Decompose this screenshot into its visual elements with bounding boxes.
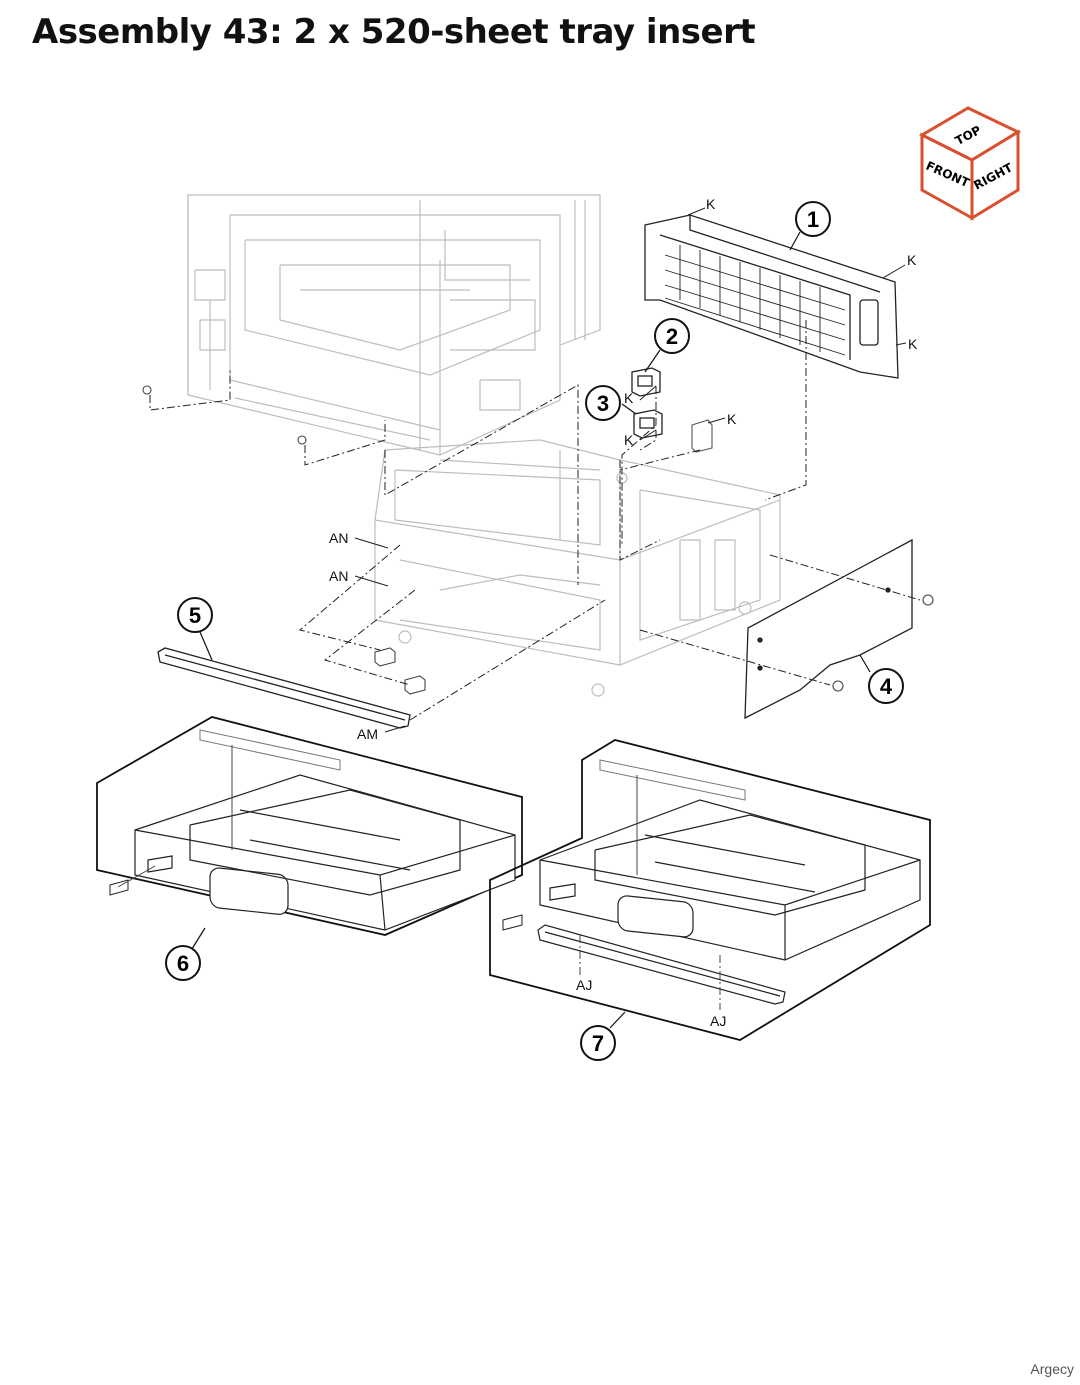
label-k: K: [727, 411, 737, 427]
label-aj: AJ: [576, 977, 592, 993]
svg-text:4: 4: [880, 674, 893, 699]
label-k: K: [624, 432, 634, 448]
callout-4: 4: [868, 668, 904, 704]
svg-text:6: 6: [177, 951, 189, 976]
bracket-k-center: [691, 419, 713, 453]
label-aj: AJ: [710, 1013, 726, 1029]
bracket-part-3: [633, 409, 663, 439]
svg-text:2: 2: [666, 324, 678, 349]
svg-text:3: 3: [597, 391, 609, 416]
inset-box-part-7: [489, 739, 931, 1041]
callout-7: 7: [580, 1025, 616, 1061]
label-an: AN: [329, 530, 348, 546]
letter-labels: K K K K K K AN AN AM AJ AJ: [329, 196, 918, 1029]
page-title: Assembly 43: 2 x 520-sheet tray insert: [32, 12, 756, 52]
leader-lines: [149, 320, 921, 721]
callout-2: 2: [654, 318, 690, 354]
label-an: AN: [329, 568, 348, 584]
paper-tray-part-7: [539, 799, 921, 961]
front-bar-part-5: [157, 647, 411, 729]
callout-3: 3: [585, 385, 621, 421]
front-bar-part-7: [537, 924, 786, 1005]
orientation-cube: TOP FRONT RIGHT: [918, 106, 1022, 221]
label-k: K: [624, 390, 634, 406]
svg-text:7: 7: [592, 1031, 604, 1056]
footer-brand: Argecy: [1030, 1361, 1074, 1377]
callout-5: 5: [177, 597, 213, 633]
label-leaders: [354, 207, 907, 733]
printer-base-ghost: [187, 194, 601, 456]
callout-leaders: [199, 231, 871, 673]
label-k: K: [907, 252, 917, 268]
label-k: K: [908, 336, 918, 352]
label-am: AM: [357, 726, 378, 742]
inset-box-part-6: [96, 716, 523, 953]
callout-1: 1: [795, 201, 831, 237]
label-k: K: [706, 196, 716, 212]
screw-icon: [142, 385, 934, 692]
svg-text:5: 5: [189, 603, 201, 628]
callout-6: 6: [165, 945, 201, 981]
right-cover-part-1: [644, 214, 899, 379]
paper-tray-part-6: [134, 774, 516, 931]
svg-text:1: 1: [807, 207, 819, 232]
rear-panel-part-4: [744, 538, 913, 720]
clip-an: [374, 647, 426, 695]
